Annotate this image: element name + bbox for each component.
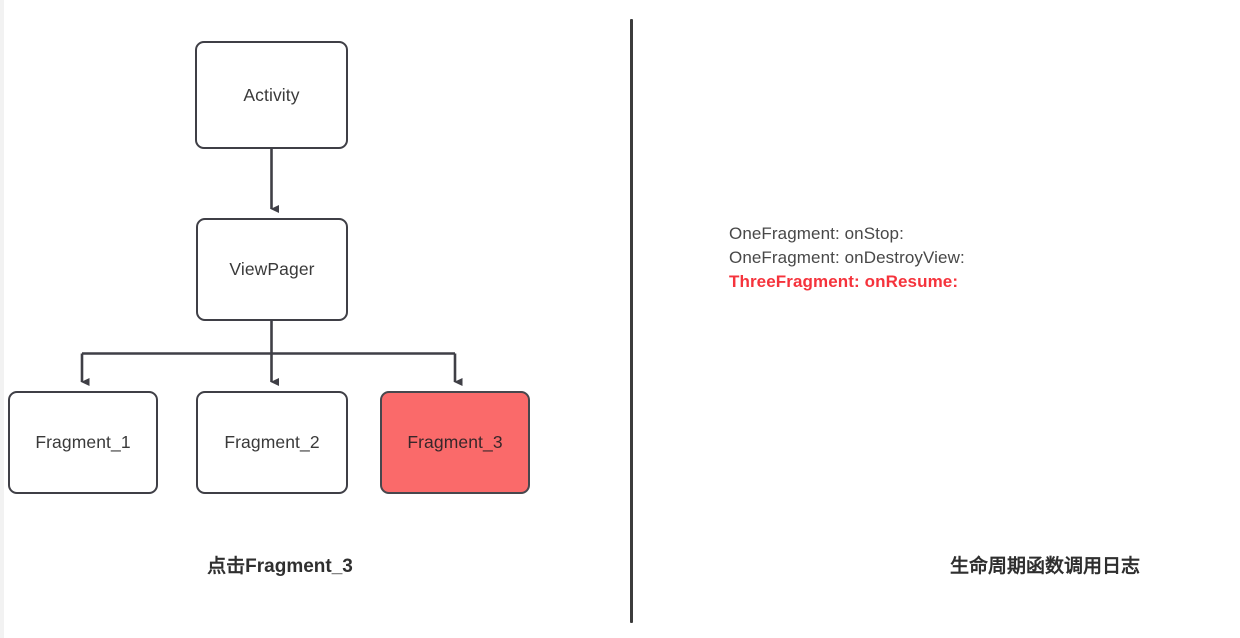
- log-line: OneFragment: onDestroyView:: [729, 248, 965, 267]
- lifecycle-log-panel: OneFragment: onStop: OneFragment: onDest…: [729, 222, 965, 294]
- left-edge-strip: [0, 0, 4, 638]
- node-activity[interactable]: Activity: [195, 41, 348, 149]
- node-fragment-3[interactable]: Fragment_3: [380, 391, 530, 494]
- log-caption: 生命周期函数调用日志: [949, 556, 1140, 577]
- log-line-emphasis: ThreeFragment: onResume:: [729, 272, 959, 291]
- log-line: OneFragment: onStop:: [729, 224, 904, 243]
- panel-divider: [630, 19, 633, 623]
- node-fragment-2[interactable]: Fragment_2: [196, 391, 348, 494]
- node-fragment-1[interactable]: Fragment_1: [8, 391, 158, 494]
- diagram-caption: 点击Fragment_3: [207, 556, 353, 577]
- node-viewpager[interactable]: ViewPager: [196, 218, 348, 321]
